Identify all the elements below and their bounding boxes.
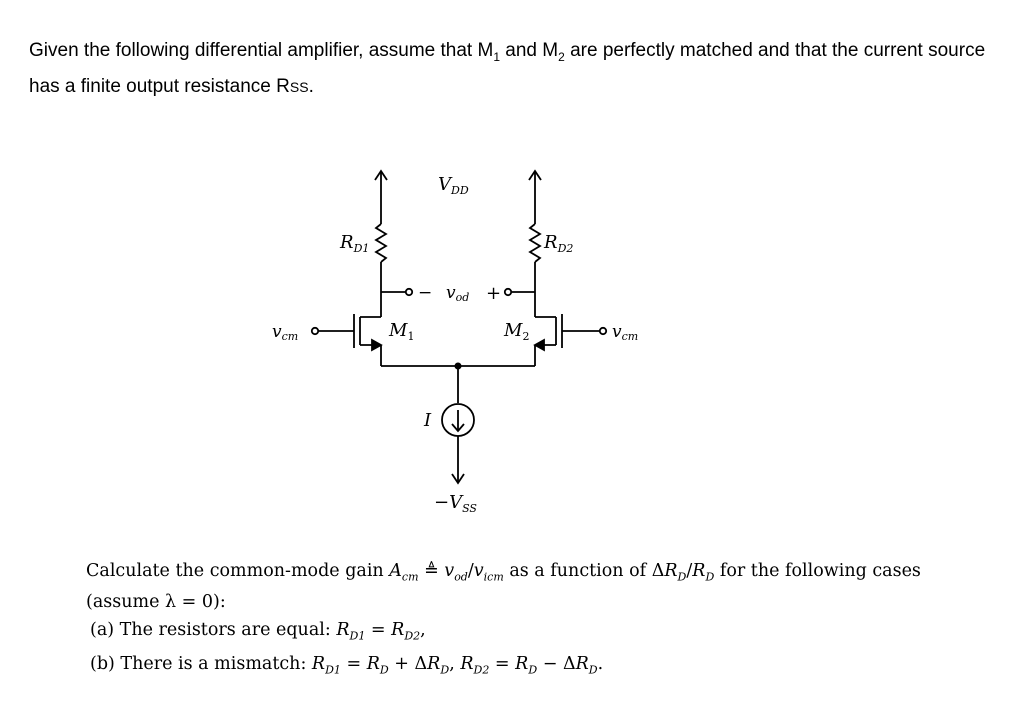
current-label: I [423,410,432,431]
rd-subscript: D [440,663,450,677]
rd-symbol: R [692,561,706,581]
rd-symbol: R [664,561,678,581]
rd-symbol: R [366,654,380,674]
punct: , [420,620,426,640]
transistor-m1 [318,314,383,366]
intro-text: and M [500,40,559,61]
rd-symbol: R [575,654,589,674]
case-a: (a) The resistors are equal: RD1 = RD2, [90,620,426,643]
vod-symbol: v [444,561,455,581]
rd-symbol: R [427,654,441,674]
rd1-symbol: R [336,620,350,640]
equals: = [489,654,516,674]
vdd-arrow-right [528,169,542,224]
rd-subscript: D [528,663,538,677]
rd1-symbol: R [311,654,326,674]
resistor-rd2 [528,223,542,263]
punct: . [597,654,604,674]
equals: = [340,654,367,674]
question-text: Calculate the common-mode gain Acm ≜ vod… [86,559,966,614]
intro-text: are perfectly matched and that the curre… [29,40,986,97]
vod-minus-label: − [418,283,432,303]
slash: / [467,561,474,581]
case-b-label: (b) There is a mismatch: [90,654,312,674]
m2-label: M2 [503,320,529,343]
vicm-subscript: icm [483,570,504,584]
vod-label: vod [446,283,469,304]
input-terminal-left [310,326,320,336]
rss-subscript: SS [289,78,309,95]
rd-subscript: D [379,663,389,677]
acm-symbol: A [389,561,402,581]
rd1-subscript: D1 [349,629,366,643]
rd-subscript: D [677,570,687,584]
current-source-icon [441,403,475,437]
question-text-part: as a function of Δ [503,561,665,581]
rd2-subscript: D2 [404,629,421,643]
minus-delta: − Δ [537,654,576,674]
vdd-arrow-left [374,169,388,224]
rd2-symbol: R [391,620,405,640]
intro-text: Given the following differential amplifi… [29,40,494,61]
equals: = [365,620,392,640]
transistor-m2 [533,314,600,366]
rd-subscript: D [588,663,598,677]
m1-subscript: 1 [493,49,501,64]
slash: / [686,561,693,581]
rd-subscript: D [705,570,715,584]
vss-arrow [451,436,465,485]
rd2-label: RD2 [543,232,573,255]
vss-label: −VSS [434,492,477,515]
plus-delta: + Δ [388,654,428,674]
m2-subscript: 2 [558,49,565,64]
acm-subscript: cm [401,570,419,584]
vod-subscript: od [454,570,468,584]
rd2-subscript: D2 [473,663,490,677]
vicm-symbol: v [473,561,484,581]
resistor-rd1 [374,223,388,263]
input-terminal-right [598,326,608,336]
rd2-symbol: R [460,654,474,674]
case-b: (b) There is a mismatch: RD1 = RD + ΔRD,… [90,654,603,677]
vod-plus-label: + [486,283,501,304]
rd1-label: RD1 [339,232,369,255]
m1-label: M1 [388,320,414,343]
punct: , [449,654,461,674]
vcm-right-label: vcm [612,322,638,343]
question-text-part: for the following cases (assume λ = 0): [86,561,921,612]
problem-intro: Given the following differential amplifi… [29,36,989,102]
output-terminal-minus [404,287,414,297]
vcm-left-label: vcm [272,322,298,343]
rd1-subscript: D1 [325,663,341,677]
rd-symbol: R [515,654,529,674]
vdd-label: VDD [438,174,469,197]
question-text-part: Calculate the common-mode gain [86,561,390,581]
intro-text: . [308,75,314,97]
output-terminal-plus [503,287,513,297]
definition-symbol: ≜ [418,561,445,581]
case-a-label: (a) The resistors are equal: [90,620,337,640]
